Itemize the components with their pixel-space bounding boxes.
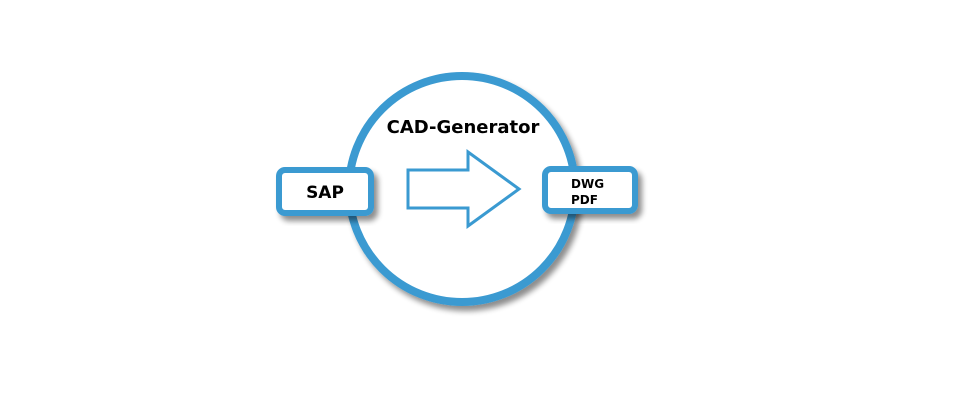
input-box-sap: SAP <box>276 167 374 216</box>
output-format-pdf: PDF <box>571 193 598 207</box>
right-arrow-icon <box>406 149 522 229</box>
input-box-frame <box>276 167 374 216</box>
output-box-formats: DWG PDF <box>542 166 638 214</box>
output-box-frame <box>542 166 638 214</box>
input-label: SAP <box>306 183 344 203</box>
generator-title: CAD-Generator <box>387 117 540 138</box>
output-format-dwg: DWG <box>571 177 604 191</box>
